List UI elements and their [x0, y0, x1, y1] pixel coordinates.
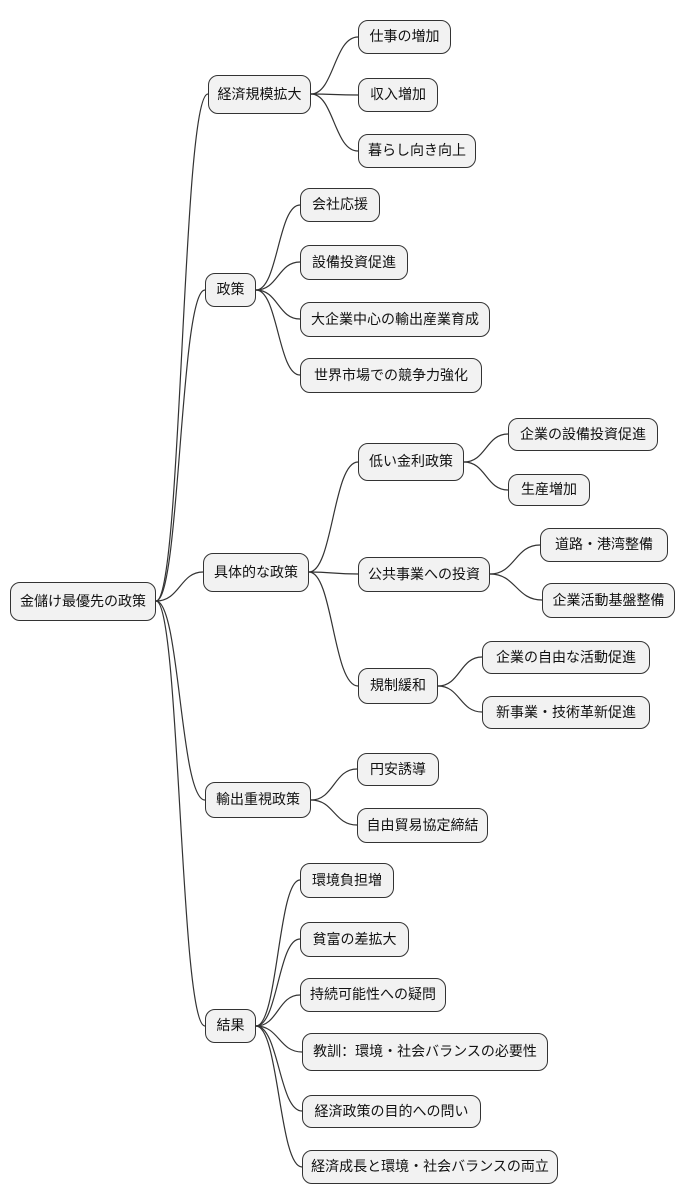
- edge-to-low-interest-policy: [308, 461, 359, 573]
- node-environmental-burden: 環境負担増: [300, 863, 394, 898]
- node-results: 結果: [205, 1009, 256, 1043]
- edge-root-to-concrete-policies: [155, 571, 204, 602]
- edge-to-growth-balance-compatibility: [255, 1025, 303, 1168]
- edge-to-environmental-burden: [255, 879, 301, 1027]
- edge-root-to-policy: [155, 289, 206, 602]
- edge-root-to-results: [155, 600, 206, 1027]
- edge-root-to-economic-scale-expansion: [155, 93, 209, 602]
- edge-to-income-increase: [310, 93, 359, 96]
- edge-to-free-trade-agreements: [310, 799, 358, 826]
- node-export-industry-development: 大企業中心の輸出産業育成: [300, 302, 490, 337]
- edge-to-job-increase: [310, 36, 359, 95]
- node-policy: 政策: [205, 273, 256, 307]
- node-road-port-development: 道路・港湾整備: [540, 528, 668, 562]
- node-wealth-gap: 貧富の差拡大: [300, 922, 409, 957]
- edge-to-capital-investment-promotion: [255, 261, 301, 291]
- edge-to-road-port-development: [489, 544, 541, 575]
- edge-to-deregulation: [308, 571, 359, 687]
- node-capital-investment-promotion: 設備投資促進: [300, 245, 408, 280]
- edge-to-export-industry-development: [255, 289, 301, 320]
- edge-to-corporate-capex-promotion: [463, 433, 509, 463]
- edge-to-business-infrastructure: [489, 573, 543, 601]
- edge-to-company-support: [255, 204, 301, 291]
- node-growth-balance-compatibility: 経済成長と環境・社会バランスの両立: [302, 1150, 558, 1184]
- edge-to-lesson-balance-necessity: [255, 1025, 303, 1053]
- node-sustainability-doubts: 持続可能性への疑問: [300, 978, 446, 1012]
- node-lesson-balance-necessity: 教訓：環境・社会バランスの必要性: [302, 1033, 548, 1071]
- node-policy-purpose-question: 経済政策の目的への問い: [302, 1095, 481, 1128]
- node-weak-yen-guidance: 円安誘導: [357, 753, 439, 786]
- edge-to-global-competitiveness: [255, 289, 301, 376]
- node-living-standard-improvement: 暮らし向き向上: [358, 134, 476, 168]
- edge-to-wealth-gap: [255, 938, 301, 1027]
- node-public-works-investment: 公共事業への投資: [358, 557, 490, 592]
- edge-to-new-business-innovation: [437, 685, 483, 713]
- edge-root-to-export-oriented-policy: [155, 600, 206, 801]
- node-economic-scale-expansion: 経済規模拡大: [208, 75, 311, 114]
- edge-to-free-corporate-activity: [437, 656, 483, 687]
- edge-to-public-works-investment: [308, 571, 359, 575]
- edge-to-policy-purpose-question: [255, 1025, 303, 1112]
- node-free-corporate-activity: 企業の自由な活動促進: [482, 641, 650, 674]
- node-business-infrastructure: 企業活動基盤整備: [542, 583, 675, 618]
- node-job-increase: 仕事の増加: [358, 20, 451, 54]
- node-production-increase: 生産増加: [508, 474, 590, 506]
- node-global-competitiveness: 世界市場での競争力強化: [300, 358, 482, 393]
- node-income-increase: 収入増加: [358, 78, 438, 112]
- node-concrete-policies: 具体的な政策: [203, 553, 309, 592]
- edge-to-production-increase: [463, 461, 509, 491]
- node-free-trade-agreements: 自由貿易協定締結: [357, 808, 488, 843]
- node-company-support: 会社応援: [300, 188, 380, 222]
- node-deregulation: 規制緩和: [358, 668, 438, 704]
- edge-to-weak-yen-guidance: [310, 768, 358, 801]
- node-new-business-innovation: 新事業・技術革新促進: [482, 696, 650, 729]
- node-corporate-capex-promotion: 企業の設備投資促進: [508, 418, 658, 451]
- node-root-moneymaking-policy: 金儲け最優先の政策: [10, 582, 156, 621]
- node-export-oriented-policy: 輸出重視政策: [205, 782, 311, 818]
- node-low-interest-policy: 低い金利政策: [358, 443, 464, 481]
- edge-to-living-standard-improvement: [310, 93, 359, 152]
- edge-to-sustainability-doubts: [255, 994, 301, 1027]
